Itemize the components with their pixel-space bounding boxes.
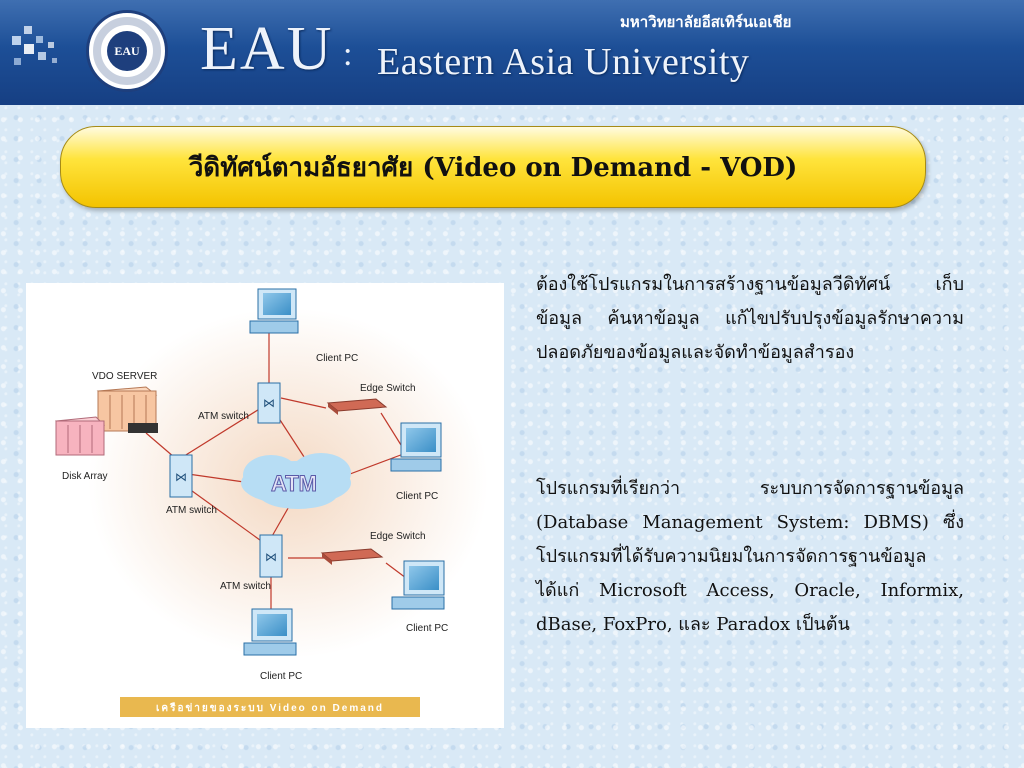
client-pc-right-top-icon <box>390 422 442 472</box>
slide-title: วีดิทัศน์ตามอัธยาศัย (Video on Demand - … <box>188 152 798 183</box>
edge-switch-top-icon <box>326 398 388 415</box>
university-name: Eastern Asia University <box>377 41 750 83</box>
thai-university-name: มหาวิทยาลัยอีสเทิร์นเอเชีย <box>620 13 792 31</box>
client-pc-right-bottom-label: Client PC <box>406 623 448 634</box>
svg-text:⋈: ⋈ <box>263 396 275 410</box>
header-banner: EAU EAU : Eastern Asia University มหาวิท… <box>0 0 1024 105</box>
client-pc-right-top-label: Client PC <box>396 491 438 502</box>
client-pc-right-bottom-icon <box>391 560 445 610</box>
diagram-caption-strip <box>120 697 420 717</box>
svg-text:⋈: ⋈ <box>265 550 277 564</box>
paragraph-dbms-examples: โปรแกรมที่เรียกว่า ระบบการจัดการฐานข้อมู… <box>536 478 964 635</box>
vdo-server-icon <box>96 386 158 433</box>
diagram-caption: เครือข่ายของระบบ Video on Demand <box>156 702 384 714</box>
atm-switch-bottom-label: ATM switch <box>220 581 271 592</box>
vod-network-diagram: ATM Client PC ⋈ ATM switch Edge Switch C… <box>26 283 504 728</box>
edge-switch-bottom-label: Edge Switch <box>370 531 426 542</box>
client-pc-top-label: Client PC <box>316 353 358 364</box>
logo-ring <box>93 17 161 85</box>
paragraph-database-requirements: ต้องใช้โปรแกรมในการสร้างฐานข้อมูลวีดิทัศ… <box>536 274 964 363</box>
atm-switch-bottom-icon: ⋈ <box>259 534 283 578</box>
vdo-server-label: VDO SERVER <box>92 371 157 382</box>
brand-separator: : <box>343 36 353 73</box>
edge-switch-bottom-icon <box>320 548 384 565</box>
client-pc-bottom-icon <box>243 608 297 656</box>
logo-emblem: EAU <box>107 31 147 71</box>
slide-title-bar: วีดิทัศน์ตามอัธยาศัย (Video on Demand - … <box>60 126 926 208</box>
disk-array-icon <box>54 416 106 456</box>
atm-switch-top-icon: ⋈ <box>257 382 281 424</box>
edge-switch-top-label: Edge Switch <box>360 383 416 394</box>
atm-switch-top-label: ATM switch <box>198 411 249 422</box>
decorative-dots-icon <box>12 26 57 65</box>
client-pc-top-icon <box>249 288 299 334</box>
atm-switch-left-label: ATM switch <box>166 505 217 516</box>
university-logo: EAU <box>86 10 168 92</box>
disk-array-label: Disk Array <box>62 471 108 482</box>
atm-cloud-label: ATM <box>271 471 317 496</box>
brand-abbreviation: EAU <box>200 15 334 83</box>
svg-text:⋈: ⋈ <box>175 470 187 484</box>
client-pc-bottom-label: Client PC <box>260 671 302 682</box>
atm-switch-left-icon: ⋈ <box>169 454 193 498</box>
atm-cloud-icon <box>241 453 351 509</box>
